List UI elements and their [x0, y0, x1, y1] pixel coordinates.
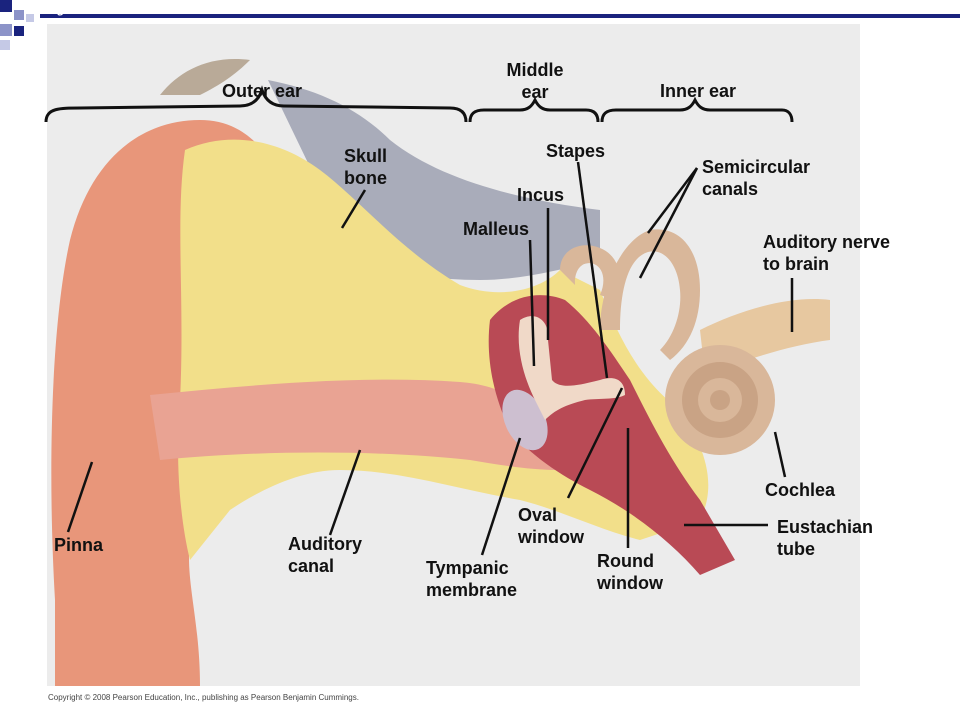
ossicles [518, 316, 625, 420]
hair [160, 59, 250, 95]
copyright-notice: Copyright © 2008 Pearson Education, Inc.… [48, 693, 359, 702]
semicircular-leader-1 [647, 167, 698, 234]
malleus-leader [528, 239, 536, 367]
cochlea-label: Cochlea [765, 480, 836, 500]
round-window-label: Round window [597, 551, 663, 593]
semicircular-leader-2 [638, 167, 699, 279]
auditory-nerve-label: Auditory nerve to brain [763, 232, 891, 274]
auditory-canal-leader [328, 449, 362, 536]
tympanic-membrane-label: Tympanic membrane [426, 558, 518, 600]
outer-ear-label: Outer ear [221, 81, 303, 101]
eustachian-tube-label: Eustachian tube [777, 517, 874, 559]
skull-bone-leader [340, 189, 367, 229]
slide-decoration [0, 0, 60, 60]
auditory-canal-label: Auditory canal [288, 534, 362, 576]
cochlea-leader [773, 431, 787, 478]
semicircular-canal-ring [560, 245, 620, 300]
pinna-label: Pinna [54, 535, 104, 555]
tympanic-membrane-shape [502, 389, 548, 451]
figure-id: Fig. 50.8a [44, 2, 109, 16]
stapes-leader [576, 161, 609, 379]
incus-label: Incus [517, 185, 565, 205]
skull-bone-label: Skull bone [344, 146, 388, 188]
ear-canal [150, 379, 560, 470]
oval-window-label: Oval window [518, 505, 584, 547]
pinna-leader [66, 461, 94, 533]
oval-window-leader [566, 387, 624, 499]
stapes-label: Stapes [546, 141, 606, 161]
region-braces [44, 85, 794, 123]
leader-lines [66, 161, 794, 556]
tympanic-leader [480, 437, 522, 556]
top-rule [40, 14, 960, 18]
semicircular-canals-label: Semicircular canals [702, 157, 811, 199]
semicircular-canals-shape [600, 229, 700, 360]
middle-ear-label: Middle ear [506, 60, 564, 102]
malleus-label: Malleus [463, 219, 530, 239]
inner-ear-label: Inner ear [659, 81, 737, 101]
